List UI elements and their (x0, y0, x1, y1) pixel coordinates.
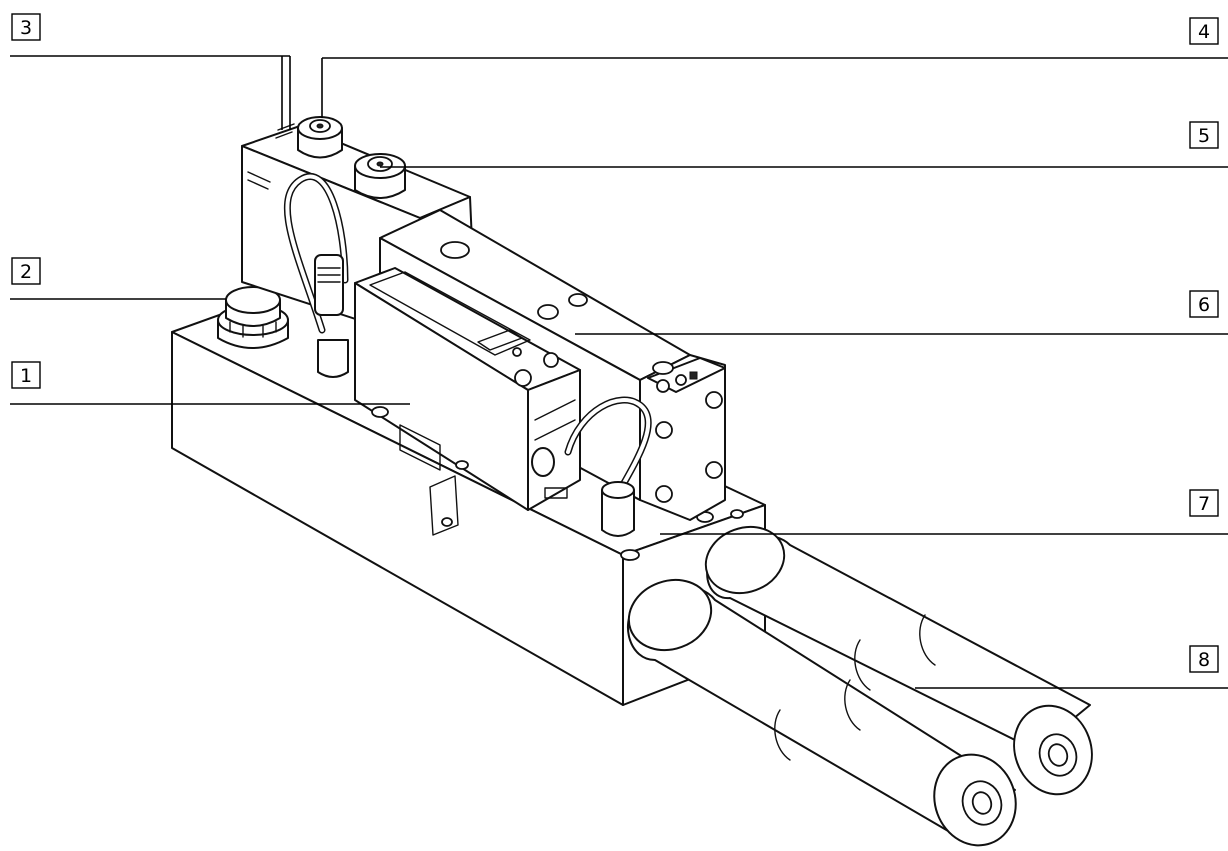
callout-6: 6 (1189, 290, 1219, 318)
cylinder-rear (704, 525, 1093, 796)
callout-6-label: 6 (1198, 294, 1210, 316)
callout-1: 1 (11, 361, 41, 389)
controller-module (354, 267, 581, 511)
cylinder-front (626, 578, 1017, 847)
left-cable (283, 173, 349, 378)
connector-5 (354, 153, 406, 199)
callout-7-label: 7 (1198, 493, 1210, 515)
callout-4: 4 (1189, 17, 1219, 45)
right-cable (564, 396, 652, 537)
connector-4 (297, 116, 343, 159)
callout-3: 3 (11, 13, 41, 41)
callout-2-label: 2 (20, 261, 32, 283)
callout-2: 2 (11, 257, 41, 285)
callout-5-label: 5 (1198, 125, 1210, 147)
callout-3-label: 3 (20, 17, 32, 39)
callout-8: 8 (1189, 645, 1219, 673)
callout-1-label: 1 (20, 365, 32, 387)
leader-lines (10, 55, 1228, 689)
callout-7: 7 (1189, 489, 1219, 517)
callout-8-label: 8 (1198, 649, 1210, 671)
callout-4-label: 4 (1198, 21, 1210, 43)
cap-plug (217, 286, 289, 349)
callout-5: 5 (1189, 121, 1219, 149)
